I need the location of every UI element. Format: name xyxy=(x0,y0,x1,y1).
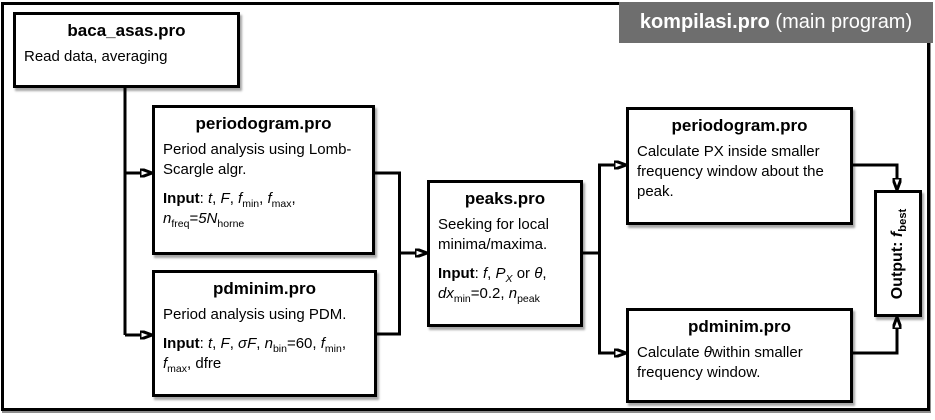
box-baca-asas-desc: Read data, averaging xyxy=(24,48,168,65)
diagram-frame xyxy=(1,2,930,411)
box-peaks-desc: Seeking for local minima/maxima. xyxy=(438,216,549,253)
box-periodogram-left-title: periodogram.pro xyxy=(195,114,332,133)
box-baca-asas-title: baca_asas.pro xyxy=(67,21,186,40)
box-pdminim-right-title: pdminim.pro xyxy=(688,317,791,336)
box-peaks-input: Input: f, PX or θ, dxmin=0.2, npeak xyxy=(438,264,547,305)
box-periodogram-left: periodogram.pro Period analysis using Lo… xyxy=(152,105,375,255)
box-pdminim-left-desc: Period analysis using PDM. xyxy=(163,306,347,323)
box-periodogram-right-title: periodogram.pro xyxy=(671,116,808,135)
box-pdminim-right: pdminim.pro Calculate θwithin smaller fr… xyxy=(626,308,853,403)
box-periodogram-left-input: Input: t, F, fmin, fmax, nfreq=5Nhorne xyxy=(163,189,296,230)
box-periodogram-right: periodogram.pro Calculate PX inside smal… xyxy=(626,107,853,225)
connector-pdminim-right-to-output xyxy=(853,328,897,355)
connector-periodogram-right-to-output xyxy=(853,163,897,179)
box-periodogram-left-desc: Period analysis using Lomb-Scargle algr. xyxy=(163,141,352,178)
output-label: Output: fbest xyxy=(889,208,910,299)
box-pdminim-left-input: Input: t, F, σF, nbin=60, fmin, fmax, df… xyxy=(163,334,346,375)
main-program-suffix: (main program) xyxy=(769,11,913,33)
box-pdminim-left: pdminim.pro Period analysis using PDM. I… xyxy=(152,270,377,397)
box-output: Output: fbest xyxy=(874,190,922,317)
main-program-name: kompilasi.pro xyxy=(639,11,770,33)
box-baca-asas: baca_asas.pro Read data, averaging xyxy=(13,12,240,88)
box-periodogram-right-desc: Calculate PX inside smaller frequency wi… xyxy=(637,143,824,200)
box-peaks: peaks.pro Seeking for local minima/maxim… xyxy=(427,180,583,327)
main-program-header: kompilasi.pro (main program) xyxy=(619,2,933,43)
box-peaks-title: peaks.pro xyxy=(464,189,546,208)
box-pdminim-left-title: pdminim.pro xyxy=(213,279,316,298)
box-pdminim-right-desc: Calculate θwithin smaller frequency wind… xyxy=(637,344,803,381)
